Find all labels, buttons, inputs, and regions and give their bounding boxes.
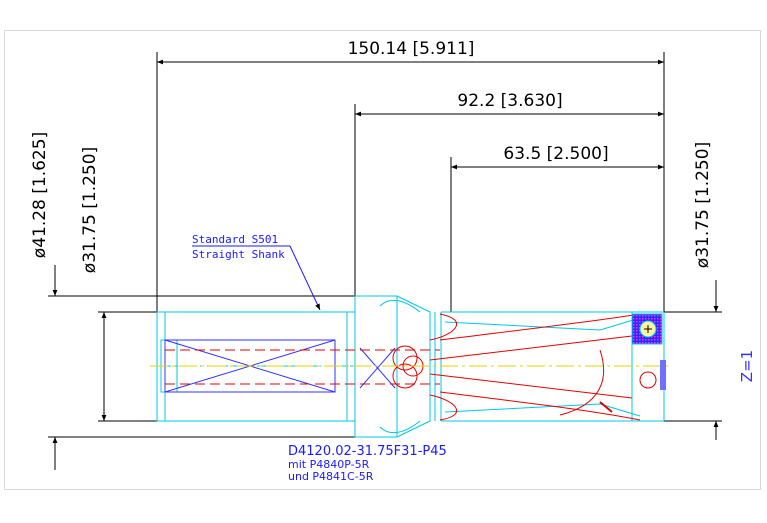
- shank-note-line1: Standard S501: [192, 233, 278, 246]
- tip-diameter-label: ø31.75 [1.250]: [693, 142, 713, 268]
- flute-lines: [165, 313, 641, 421]
- part-number-line3: und P4841C-5R: [288, 470, 374, 483]
- body-diameter-label: ø41.28 [1.625]: [30, 132, 50, 258]
- drawing-frame: [4, 30, 761, 490]
- scale-label: Z=1: [738, 350, 756, 382]
- part-number: D4120.02-31.75F31-P45: [288, 444, 447, 459]
- body-length-label: 92.2 [3.630]: [457, 91, 562, 111]
- flute-length-label: 63.5 [2.500]: [503, 144, 608, 164]
- shank-note-line2: Straight Shank: [192, 248, 285, 261]
- shank-note-leader: [192, 245, 321, 311]
- dimension-lines: [48, 52, 722, 470]
- shank-diameter-label: ø31.75 [1.250]: [80, 147, 100, 273]
- part-number-line2: mit P4840P-5R: [288, 458, 370, 471]
- insert-tip: [631, 313, 666, 390]
- insert-screw-bottom: [639, 371, 657, 389]
- overall-length-label: 150.14 [5.911]: [348, 39, 475, 59]
